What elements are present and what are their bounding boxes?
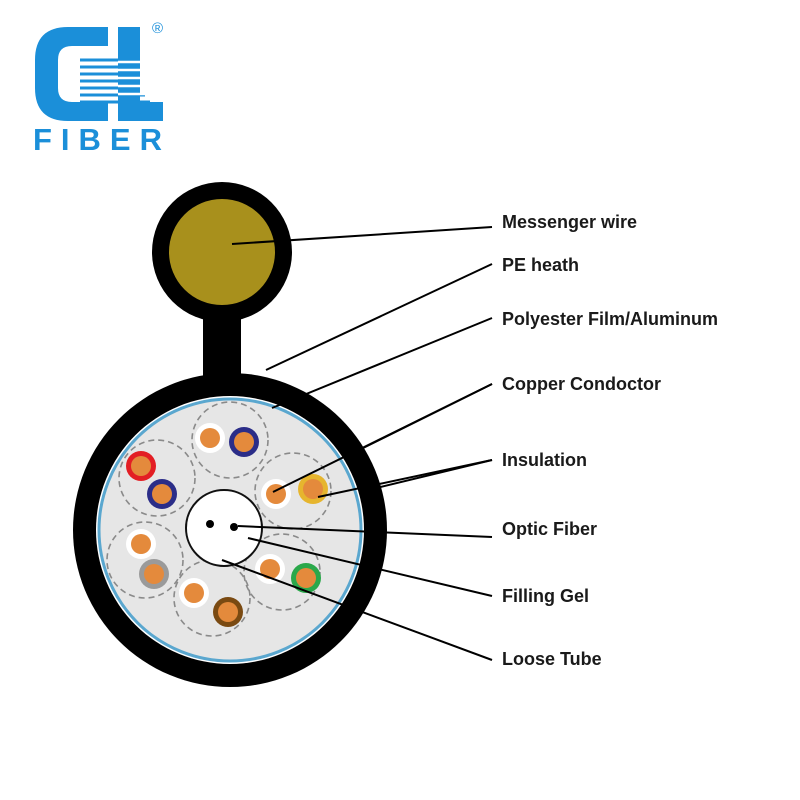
conductor: [229, 427, 259, 457]
label-messenger-wire: Messenger wire: [502, 212, 637, 232]
label-insulation: Insulation: [502, 450, 587, 470]
conductor: [126, 529, 156, 559]
optic-fiber: [230, 523, 238, 531]
label-optic-fiber: Optic Fiber: [502, 519, 597, 539]
company-logo: ® FIBER: [33, 20, 171, 157]
conductor: [261, 479, 291, 509]
conductor: [291, 563, 321, 593]
conductor: [255, 554, 285, 584]
pair-bundles: [106, 401, 332, 637]
conductor: [126, 451, 156, 481]
registered-mark: ®: [152, 20, 163, 37]
optic-fiber: [206, 520, 214, 528]
gl-monogram-icon: [35, 27, 163, 121]
loose-tube: [185, 489, 263, 567]
component-labels: Messenger wire PE heath Polyester Film/A…: [502, 212, 718, 669]
conductor: [195, 423, 225, 453]
messenger-wire: [152, 182, 292, 400]
label-filling-gel: Filling Gel: [502, 586, 589, 606]
copper-conductors: [126, 423, 328, 627]
label-pe-sheath: PE heath: [502, 255, 579, 275]
label-copper-conductor: Copper Condoctor: [502, 374, 661, 394]
conductor: [139, 559, 169, 589]
label-polyester-film: Polyester Film/Aluminum: [502, 309, 718, 329]
leader-lines: [221, 226, 493, 661]
label-loose-tube: Loose Tube: [502, 649, 602, 669]
conductor: [213, 597, 243, 627]
conductor: [147, 479, 177, 509]
brand-wordmark: FIBER: [33, 122, 171, 157]
conductor: [179, 578, 209, 608]
